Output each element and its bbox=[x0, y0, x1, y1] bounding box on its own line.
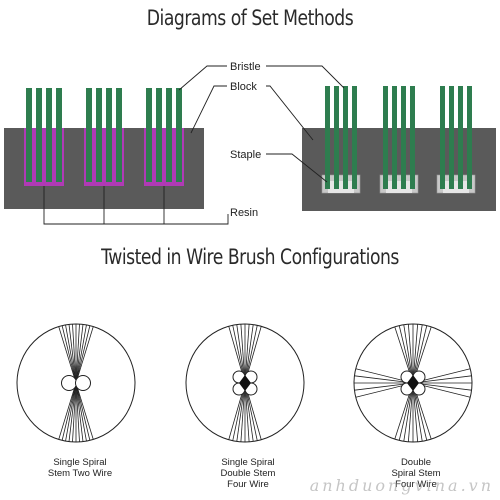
bristle-line bbox=[72, 324, 77, 384]
bristle bbox=[410, 86, 415, 189]
config-caption-3: Double Spiral Stem Four Wire bbox=[361, 457, 471, 490]
bristle bbox=[392, 86, 397, 189]
bristle-line bbox=[75, 382, 91, 441]
bristle bbox=[176, 88, 182, 182]
bristle-line bbox=[58, 326, 77, 384]
bristle-line bbox=[240, 324, 246, 384]
wire bbox=[75, 375, 91, 391]
bristle-line bbox=[61, 325, 77, 384]
bristle bbox=[36, 88, 42, 182]
bristle bbox=[325, 86, 330, 189]
bristle bbox=[96, 88, 102, 182]
bristle-leader-left bbox=[178, 65, 227, 91]
config-circle-single-two-wire bbox=[16, 323, 136, 443]
staple-block bbox=[302, 128, 496, 211]
config-caption-1-line2: Stem Two Wire bbox=[47, 468, 113, 479]
bristle-line bbox=[65, 324, 77, 384]
bristle-line bbox=[240, 382, 246, 442]
set-methods-title: Diagrams of Set Methods bbox=[146, 6, 354, 30]
resin-leader bbox=[43, 186, 229, 225]
bristle-line bbox=[75, 382, 87, 442]
resin-label: Resin bbox=[230, 207, 258, 219]
block-leader-right bbox=[266, 85, 314, 141]
bristle bbox=[383, 86, 388, 189]
bristle-line bbox=[75, 324, 87, 384]
config-caption-2: Single Spiral Double Stem Four Wire bbox=[193, 457, 303, 490]
staple-gap bbox=[386, 181, 412, 193]
bristle-line bbox=[75, 382, 80, 442]
bristle bbox=[334, 86, 339, 189]
bristle bbox=[440, 86, 445, 189]
bristle bbox=[86, 88, 92, 182]
leader-lines bbox=[43, 65, 345, 225]
staple-tufts bbox=[321, 86, 476, 194]
bristle bbox=[46, 88, 52, 182]
staple-label: Staple bbox=[230, 149, 261, 161]
config-caption-2-line3: Four Wire bbox=[227, 479, 269, 490]
bristle-line bbox=[58, 382, 77, 440]
bristle bbox=[26, 88, 32, 182]
bristle-line bbox=[75, 324, 80, 384]
bristle bbox=[106, 88, 112, 182]
watermark: anhduongvina.vn bbox=[309, 476, 494, 495]
bristle-leader-right bbox=[266, 65, 345, 89]
bristle bbox=[116, 88, 122, 182]
bristle-line bbox=[68, 382, 77, 442]
resin-tufts bbox=[24, 88, 184, 186]
bristle bbox=[343, 86, 348, 189]
config-caption-3-line1: Double bbox=[400, 457, 432, 468]
bristle-line bbox=[68, 324, 77, 384]
staple-gap bbox=[328, 181, 354, 193]
bristle bbox=[166, 88, 172, 182]
configurations-title: Twisted in Wire Brush Configurations bbox=[101, 245, 399, 269]
bristle-line bbox=[61, 382, 77, 441]
config-circle-double-four-wire bbox=[353, 323, 473, 443]
config-caption-2-line1: Single Spiral bbox=[221, 457, 275, 468]
staple-leader bbox=[266, 153, 328, 183]
block-label: Block bbox=[230, 81, 257, 93]
bristle-line bbox=[75, 382, 84, 442]
bristle bbox=[458, 86, 463, 189]
bristle-line bbox=[244, 324, 250, 384]
bristle-line bbox=[75, 382, 94, 440]
bristle-line bbox=[244, 382, 250, 442]
wire bbox=[61, 375, 77, 391]
config-circle-single-four-wire bbox=[185, 323, 305, 443]
block-leader-left bbox=[190, 85, 227, 134]
stem-core bbox=[407, 375, 419, 391]
bristle bbox=[352, 86, 357, 189]
bristle bbox=[401, 86, 406, 189]
bristle bbox=[449, 86, 454, 189]
bristle bbox=[156, 88, 162, 182]
bristle-line bbox=[72, 382, 77, 442]
bristle bbox=[56, 88, 62, 182]
config-caption-3-line3: Four Wire bbox=[395, 479, 437, 490]
bristle-line bbox=[75, 326, 94, 384]
bristle-label: Bristle bbox=[230, 61, 261, 73]
bristle-line bbox=[75, 324, 84, 384]
bristle bbox=[467, 86, 472, 189]
staple-gap bbox=[443, 181, 469, 193]
stem-core bbox=[239, 375, 251, 391]
bristle-line bbox=[75, 325, 91, 384]
config-caption-1: Single Spiral Stem Two Wire bbox=[25, 457, 135, 479]
config-caption-2-line2: Double Stem bbox=[220, 468, 276, 479]
bristle-line bbox=[65, 382, 77, 442]
config-caption-1-line1: Single Spiral bbox=[53, 457, 107, 468]
bristle bbox=[146, 88, 152, 182]
config-caption-3-line2: Spiral Stem bbox=[391, 468, 441, 479]
